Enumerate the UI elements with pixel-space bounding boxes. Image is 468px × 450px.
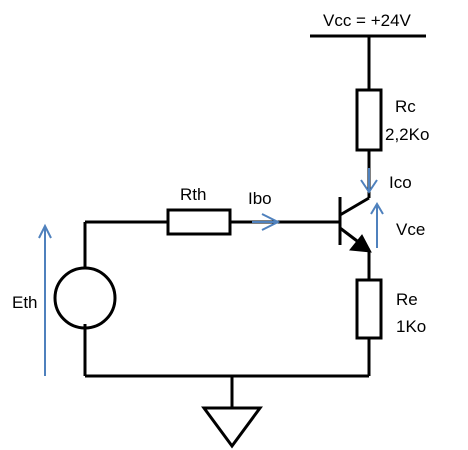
re-name-label: Re [396,290,418,309]
emitter-arrow-icon [349,234,372,253]
transistor-collector-leg [339,196,370,217]
ibo-label: Ibo [248,189,272,208]
eth-label: Eth [12,293,38,312]
rth-resistor [166,208,232,236]
ibo-arrow-head-icon [261,213,281,231]
re-resistor [355,278,383,340]
re-value-label: 1Ko [396,317,426,336]
ico-label: Ico [389,173,412,192]
vcc-label: Vcc = +24V [323,11,412,30]
rc-value-label: 2,2Ko [385,125,429,144]
ico-arrow-head-icon [360,179,378,194]
eth-voltage-source [53,266,117,330]
rc-name-label: Rc [395,97,416,116]
vce-label: Vce [396,220,425,239]
rc-resistor [355,88,383,152]
vce-arrow-head-icon [370,202,384,215]
eth-arrow-head-icon [38,223,52,239]
rth-label: Rth [180,185,206,204]
ground-symbol [201,406,263,449]
